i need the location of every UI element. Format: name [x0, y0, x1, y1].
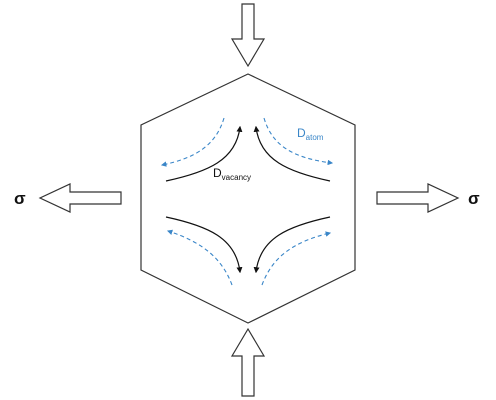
tension-arrow-right: [376, 183, 460, 213]
vacancy-label-main: D: [213, 166, 222, 180]
vacancy-flux-top-right: [253, 125, 331, 182]
stress-label-left: σ: [14, 189, 26, 208]
atom-label-subscript: atom: [306, 133, 324, 142]
stress-label-right: σ: [468, 189, 480, 208]
atom-flux-bottom-right: [261, 231, 332, 286]
atom-flux-top-left: [160, 117, 225, 167]
compression-arrow-bottom: [230, 327, 266, 397]
grain-hexagon: [140, 73, 356, 324]
vacancy-flux-bottom-right: [253, 216, 331, 274]
vacancy-label-subscript: vacancy: [222, 173, 251, 182]
vacancy-diffusion-label: Dvacancy: [213, 166, 251, 182]
atom-diffusion-label: Datom: [297, 126, 324, 142]
atom-flux-top-right: [263, 117, 334, 166]
vacancy-flux-bottom-left: [165, 216, 243, 274]
compression-arrow-top: [230, 3, 266, 68]
atom-label-main: D: [297, 126, 306, 140]
tension-arrow-left: [38, 183, 122, 213]
atom-flux-bottom-left: [166, 229, 233, 286]
vacancy-flux-top-left: [165, 125, 243, 182]
